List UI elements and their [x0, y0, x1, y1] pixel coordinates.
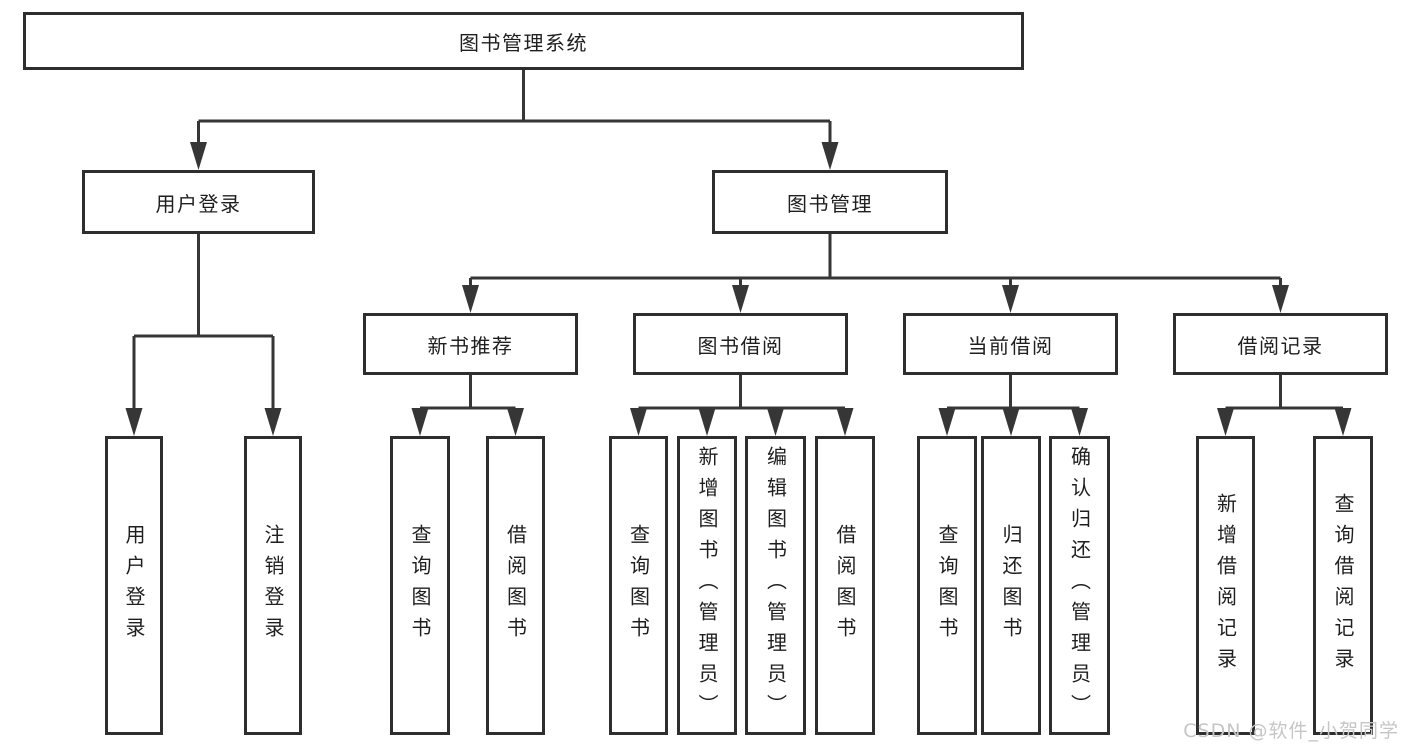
leaf-label: 查询借阅记录: [1331, 492, 1355, 679]
node-book-management: 图书管理: [712, 170, 948, 234]
leaf-borrow-books-1: 借阅图书: [486, 436, 545, 735]
leaf-query-books-1: 查询图书: [390, 436, 450, 735]
leaf-edit-book-admin: 编辑图书（管理员）: [745, 436, 806, 735]
leaf-label: 编辑图书（管理员）: [763, 446, 788, 725]
csdn-watermark: CSDN @软件_小贺同学: [1183, 720, 1399, 742]
node-user-login: 用户登录: [82, 170, 315, 234]
leaf-label: 借阅图书: [503, 523, 528, 648]
leaf-label: 查询图书: [935, 523, 959, 648]
leaf-label: 注销登录: [261, 523, 285, 648]
leaf-add-book-admin: 新增图书（管理员）: [677, 436, 737, 735]
leaf-label: 用户登录: [122, 523, 146, 648]
leaf-label: 新增图书（管理员）: [695, 446, 719, 725]
node-current-borrow: 当前借阅: [903, 313, 1118, 375]
leaf-label: 确认归还（管理员）: [1067, 446, 1092, 725]
node-book-borrow: 图书借阅: [633, 313, 848, 375]
leaf-label: 查询图书: [408, 523, 432, 648]
leaf-add-borrow-record: 新增借阅记录: [1196, 436, 1255, 735]
leaf-query-borrow-record: 查询借阅记录: [1313, 436, 1373, 735]
node-root: 图书管理系统: [23, 12, 1024, 70]
leaf-confirm-return-admin: 确认归还（管理员）: [1049, 436, 1110, 735]
leaf-label: 新增借阅记录: [1213, 492, 1238, 679]
leaf-query-books-2: 查询图书: [609, 436, 668, 735]
leaf-label: 查询图书: [626, 523, 651, 648]
arrowheads: [125, 142, 1352, 436]
leaf-logout: 注销登录: [244, 436, 302, 735]
leaf-borrow-books-2: 借阅图书: [815, 436, 875, 735]
leaf-label: 借阅图书: [833, 523, 857, 648]
node-new-book-recommend: 新书推荐: [363, 313, 578, 375]
leaf-label: 归还图书: [999, 523, 1023, 648]
leaf-return-book: 归还图书: [981, 436, 1041, 735]
leaf-user-login: 用户登录: [105, 436, 163, 735]
node-borrow-records: 借阅记录: [1173, 313, 1388, 375]
leaf-query-books-3: 查询图书: [917, 436, 977, 735]
